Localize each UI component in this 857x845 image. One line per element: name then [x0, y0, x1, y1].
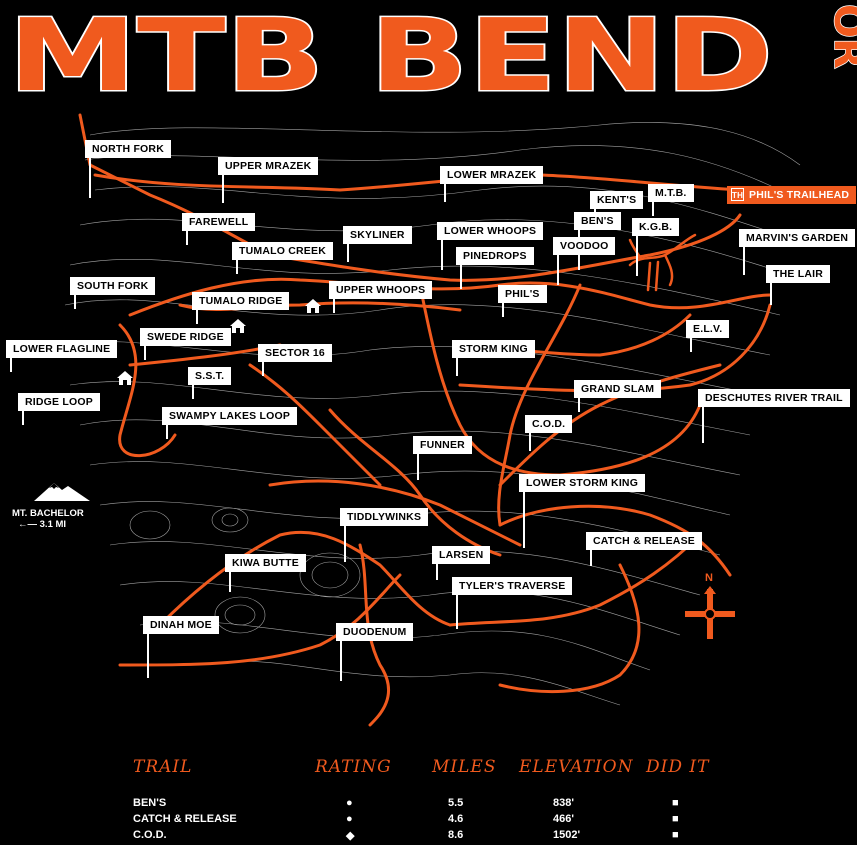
- legend-miles: 5.5: [448, 797, 464, 809]
- trail-label[interactable]: KIWA BUTTE: [225, 554, 306, 592]
- trailhead-icon: TH: [731, 188, 744, 201]
- trail-label[interactable]: SWEDE RIDGE: [140, 328, 231, 360]
- hut-icon: [230, 319, 246, 333]
- trail-label[interactable]: M.T.B.: [648, 184, 694, 216]
- legend-row: C.O.D. ◆ 8.6 1502' ■: [0, 829, 857, 845]
- compass-north: N: [705, 572, 713, 584]
- trail-label[interactable]: TYLER'S TRAVERSE: [452, 577, 573, 629]
- trail-label[interactable]: BEN'S: [574, 212, 621, 270]
- trail-map: [59, 113, 801, 727]
- trail-label[interactable]: THE LAIR: [766, 265, 831, 305]
- trail-label[interactable]: TUMALO CREEK: [232, 242, 333, 274]
- trail-label[interactable]: LOWER STORM KING: [519, 474, 646, 548]
- trail-label[interactable]: LOWER FLAGLINE: [6, 340, 118, 372]
- title-side: OR: [825, 4, 857, 69]
- legend-miles: 4.6: [448, 813, 464, 825]
- trail-label[interactable]: KENT'S: [590, 191, 644, 223]
- trailhead-label[interactable]: TH PHIL'S TRAILHEAD: [727, 186, 857, 204]
- trail-label[interactable]: VOODOO: [553, 237, 616, 285]
- legend-rating: ◆: [346, 830, 355, 842]
- legend-trail: BEN'S: [133, 797, 167, 809]
- trail-label[interactable]: S.S.T.: [188, 367, 232, 399]
- legend-header-rating: RATING: [315, 757, 392, 777]
- trail-label[interactable]: TUMALO RIDGE: [192, 292, 290, 324]
- arrow-left-icon: ←—: [18, 519, 37, 530]
- trail-label[interactable]: K.G.B.: [632, 218, 680, 276]
- legend-header-trail: TRAIL: [133, 757, 193, 777]
- legend-miles: 8.6: [448, 829, 464, 841]
- mt-bachelor-distance-row: ←— 3.1 MI: [18, 519, 112, 530]
- legend-elevation: 838': [553, 797, 574, 809]
- trail-label[interactable]: SOUTH FORK: [70, 277, 156, 309]
- legend-didit[interactable]: ■: [672, 813, 679, 825]
- legend-elevation: 1502': [553, 829, 581, 841]
- legend-trail: CATCH & RELEASE: [133, 813, 237, 825]
- hut-icon: [305, 299, 321, 313]
- map-title: MTB BEND OR: [7, 0, 857, 110]
- mountain-icon: [34, 483, 90, 501]
- trail-label[interactable]: DESCHUTES RIVER TRAIL: [698, 389, 850, 443]
- compass-rose-icon: [685, 586, 735, 639]
- trail-label[interactable]: PHIL'S: [498, 285, 547, 317]
- trail-label[interactable]: RIDGE LOOP: [18, 393, 100, 425]
- trail-label[interactable]: C.O.D.: [525, 415, 573, 451]
- legend-row: BEN'S ● 5.5 838' ■: [0, 797, 857, 813]
- legend-didit[interactable]: ■: [672, 797, 679, 809]
- title-main: MTB BEND: [8, 0, 773, 110]
- mt-bachelor-distance: 3.1 MI: [39, 519, 67, 530]
- trail-label[interactable]: DINAH MOE: [143, 616, 219, 678]
- legend-row: CATCH & RELEASE ● 4.6 466' ■: [0, 813, 857, 829]
- trail-label[interactable]: UPPER MRAZEK: [218, 157, 319, 203]
- trail-label[interactable]: FUNNER: [413, 436, 472, 480]
- heron-logo: [628, 233, 697, 292]
- legend-header-miles: MILES: [432, 757, 497, 777]
- legend-didit[interactable]: ■: [672, 829, 679, 841]
- trail-label[interactable]: E.L.V.: [686, 320, 730, 352]
- trail-label[interactable]: LOWER MRAZEK: [440, 166, 544, 202]
- trail-label[interactable]: PINEDROPS: [456, 247, 534, 289]
- trail-label[interactable]: LARSEN: [432, 546, 491, 580]
- trail-label[interactable]: GRAND SLAM: [574, 380, 662, 412]
- hut-icon: [117, 371, 133, 385]
- trail-label[interactable]: CATCH & RELEASE: [586, 532, 702, 566]
- trail-label[interactable]: FAREWELL: [182, 213, 256, 245]
- mt-bachelor-name: MT. BACHELOR: [12, 508, 84, 519]
- trail-label[interactable]: SKYLINER: [343, 226, 412, 262]
- trail-label[interactable]: TIDDLYWINKS: [340, 508, 429, 562]
- legend-rating: ●: [346, 813, 353, 825]
- mt-bachelor-marker: MT. BACHELOR ←— 3.1 MI: [12, 480, 112, 530]
- trail-label[interactable]: STORM KING: [452, 340, 535, 376]
- trail-label[interactable]: NORTH FORK: [85, 140, 171, 198]
- legend-header-didit: DID IT: [646, 757, 710, 777]
- contour-lines: [59, 122, 801, 706]
- trail-label[interactable]: UPPER WHOOPS: [329, 281, 433, 313]
- trail-label[interactable]: DUODENUM: [336, 623, 414, 681]
- trailhead-text: PHIL'S TRAILHEAD: [749, 189, 850, 201]
- legend-header-elevation: ELEVATION: [519, 757, 634, 777]
- trail-label[interactable]: SECTOR 16: [258, 344, 332, 376]
- legend-rating: ●: [346, 797, 353, 809]
- compass-icon: N: [685, 572, 735, 642]
- legend-trail: C.O.D.: [133, 829, 167, 841]
- trail-label[interactable]: MARVIN'S GARDEN: [739, 229, 856, 275]
- legend-elevation: 466': [553, 813, 574, 825]
- trail-label[interactable]: LOWER WHOOPS: [437, 222, 544, 270]
- trail-label[interactable]: SWAMPY LAKES LOOP: [162, 407, 298, 439]
